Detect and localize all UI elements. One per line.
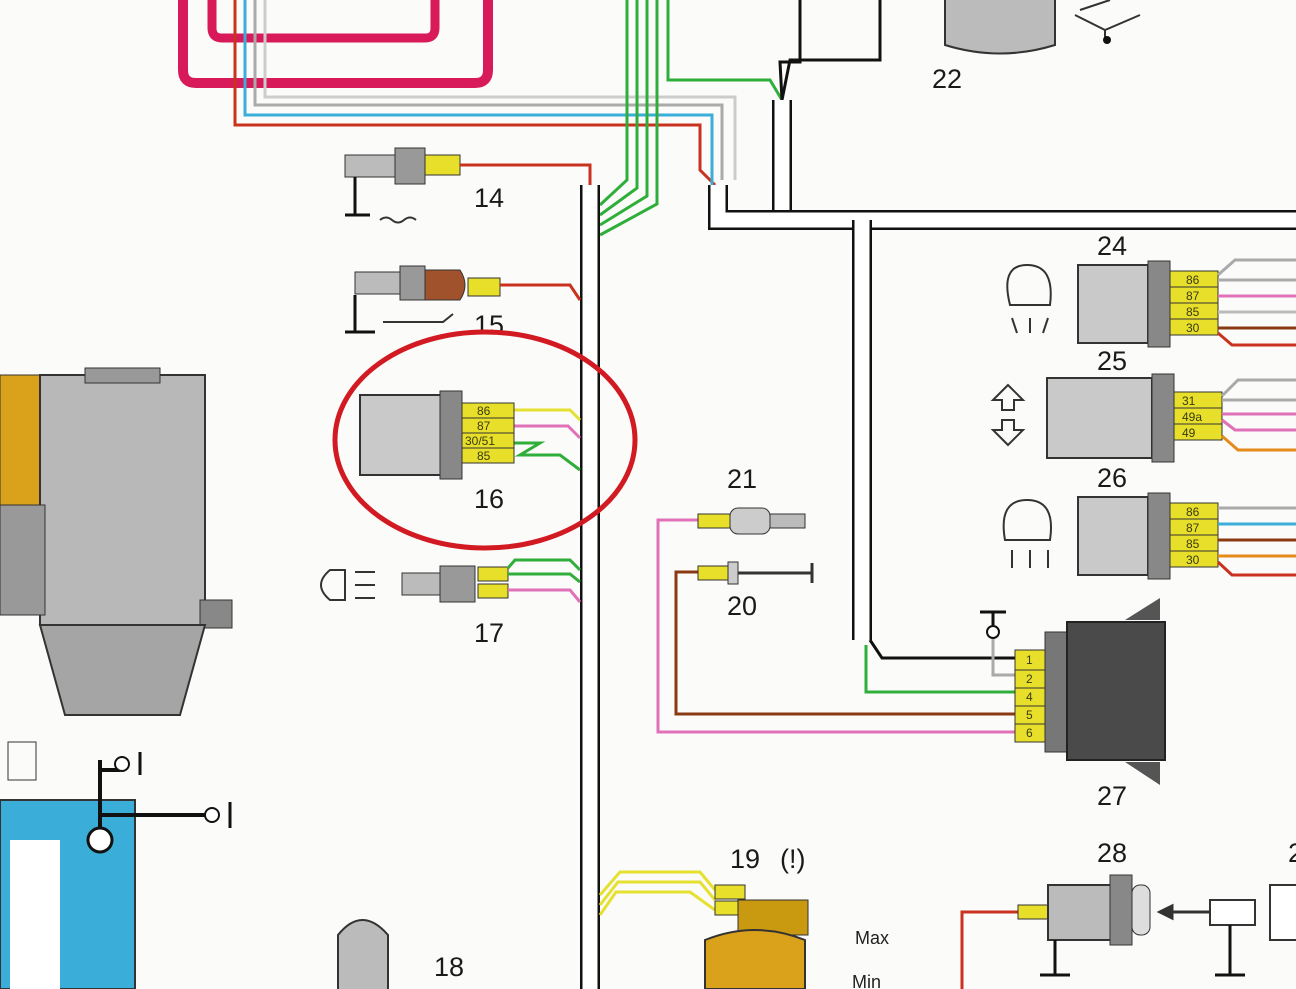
- label-17: 17: [474, 618, 504, 648]
- switch-20[interactable]: 20: [674, 561, 1015, 716]
- relay-26[interactable]: 86 87 85 30 26: [1002, 463, 1296, 580]
- label-22: 22: [932, 64, 962, 94]
- label-25: 25: [1097, 346, 1127, 376]
- label-28: 28: [1097, 838, 1127, 868]
- label-19: 19: [730, 844, 760, 874]
- pin-87: 87: [477, 419, 491, 433]
- pin-4: 4: [1026, 690, 1033, 704]
- main-bus: [580, 100, 1296, 989]
- warning-symbol: (!): [780, 844, 805, 874]
- label-14: 14: [474, 183, 504, 213]
- sensor-14[interactable]: 14: [344, 147, 592, 224]
- relay-24[interactable]: 86 87 85 30 24: [1006, 231, 1296, 348]
- pin-30: 30: [1186, 553, 1200, 567]
- label-18: 18: [434, 952, 464, 982]
- pin-31: 31: [1182, 394, 1196, 408]
- label-26: 26: [1097, 463, 1127, 493]
- pin-49a: 49a: [1182, 410, 1202, 424]
- switch-28[interactable]: 28 2: [960, 838, 1296, 989]
- label-27: 27: [1097, 781, 1127, 811]
- starter-motor[interactable]: [0, 367, 233, 716]
- battery[interactable]: [0, 741, 232, 989]
- sensor-19[interactable]: 19 (!) Max Min: [598, 844, 889, 989]
- label-20: 20: [727, 591, 757, 621]
- pin-30: 30: [1186, 321, 1200, 335]
- top-harness-wires: [233, 0, 882, 237]
- pin-30-51: 30/51: [465, 434, 495, 448]
- component-18[interactable]: 18: [337, 919, 464, 989]
- relay-16[interactable]: 86 87 30/51 85 16: [359, 390, 582, 514]
- label-21: 21: [727, 464, 757, 494]
- level-max: Max: [855, 928, 889, 948]
- pin-49: 49: [1182, 426, 1196, 440]
- relay-25[interactable]: 31 49a 49 25: [990, 346, 1296, 463]
- pin-87: 87: [1186, 521, 1200, 535]
- switch-21[interactable]: 21: [656, 464, 1015, 734]
- module-27[interactable]: 1 2 4 5 6 27: [862, 598, 1166, 811]
- label-24: 24: [1097, 231, 1127, 261]
- pin-85: 85: [1186, 305, 1200, 319]
- label-16: 16: [474, 484, 504, 514]
- pin-5: 5: [1026, 708, 1033, 722]
- pin-86: 86: [1186, 273, 1200, 287]
- component-22[interactable]: 22: [932, 0, 1141, 94]
- label-29-partial: 2: [1288, 838, 1296, 868]
- pin-85: 85: [477, 449, 491, 463]
- pin-6: 6: [1026, 726, 1033, 740]
- pin-2: 2: [1026, 672, 1033, 686]
- pin-86: 86: [1186, 505, 1200, 519]
- level-min: Min: [852, 972, 881, 989]
- magenta-loop-wires: [178, 0, 493, 88]
- sensor-17[interactable]: 17: [320, 558, 582, 648]
- pin-87: 87: [1186, 289, 1200, 303]
- label-15: 15: [474, 310, 504, 340]
- relay-16-pins: 86 87 30/51 85: [461, 402, 515, 464]
- sensor-15[interactable]: 15: [345, 265, 582, 340]
- pin-85: 85: [1186, 537, 1200, 551]
- highlight-circle: [332, 329, 638, 551]
- pin-86: 86: [477, 404, 491, 418]
- pin-1: 1: [1026, 653, 1033, 667]
